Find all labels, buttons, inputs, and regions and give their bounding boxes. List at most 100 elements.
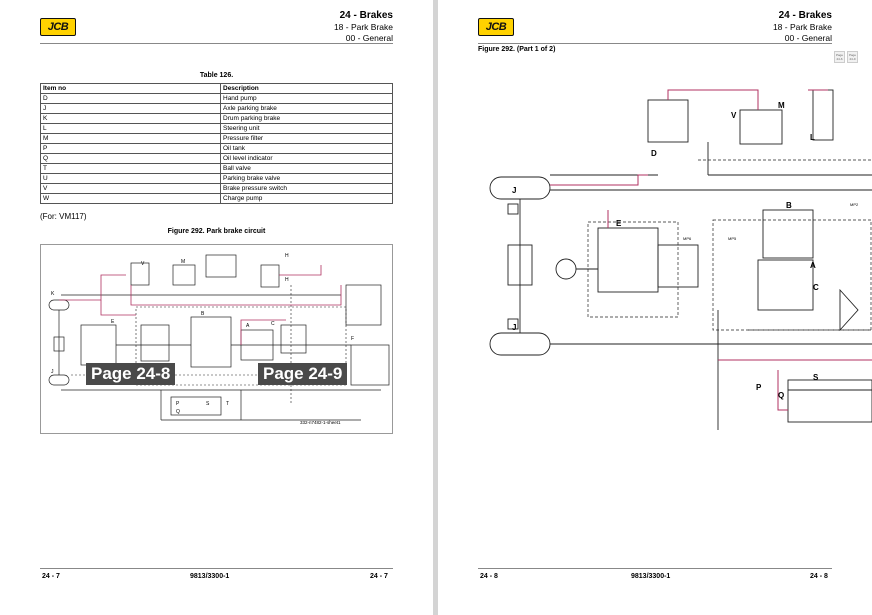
item-no-cell: V: [40, 183, 221, 194]
circuit-diagram: HH KJ GF CE VM BA PQ ST: [48, 253, 390, 421]
logo-text: JCB: [47, 21, 69, 33]
description-cell: Oil tank: [220, 143, 393, 154]
left-page: JCB 24 - Brakes 18 - Park Brake 00 - Gen…: [0, 0, 433, 615]
header-section: 24 - Brakes: [778, 10, 832, 21]
svg-text:B: B: [201, 311, 205, 317]
footer-page-left: 24 - 8: [480, 573, 498, 580]
header-rule: [40, 43, 393, 44]
header-general: 00 - General: [784, 33, 832, 43]
svg-text:S: S: [206, 401, 210, 407]
svg-text:H: H: [285, 253, 289, 259]
applicability-note: (For: VM117): [40, 212, 87, 221]
description-cell: Ball valve: [220, 163, 393, 174]
header-subsection: 18 - Park Brake: [772, 22, 832, 32]
svg-text:M: M: [181, 259, 185, 265]
column-header-item-no: Item no: [40, 83, 221, 94]
footer-doc-number: 9813/3300-1: [631, 573, 671, 580]
figure-caption: Figure 292. Park brake circuit: [167, 228, 266, 235]
description-cell: Axle parking brake: [220, 103, 393, 114]
item-no-cell: T: [40, 163, 221, 174]
description-cell: Drum parking brake: [220, 113, 393, 124]
footer-page-left: 24 - 7: [42, 573, 60, 580]
item-no-cell: K: [40, 113, 221, 124]
svg-text:C: C: [271, 321, 275, 327]
svg-text:B: B: [786, 201, 792, 210]
park-brake-circuit-figure: HH KJ GF CE VM BA PQ ST: [40, 244, 393, 434]
footer-page-right: 24 - 7: [370, 573, 388, 580]
description-cell: Parking brake valve: [220, 173, 393, 184]
svg-text:V: V: [731, 111, 737, 120]
svg-text:F: F: [351, 336, 354, 342]
description-cell: Pressure filter: [220, 133, 393, 144]
svg-text:T: T: [226, 401, 229, 407]
table-title: Table 126.: [199, 72, 234, 79]
svg-text:V: V: [141, 261, 145, 267]
header-rule: [478, 43, 832, 44]
header-general: 00 - General: [345, 33, 393, 43]
item-no-cell: M: [40, 133, 221, 144]
svg-text:M: M: [778, 101, 785, 110]
right-page: JCB 24 - Brakes 18 - Park Brake 00 - Gen…: [438, 0, 872, 615]
svg-text:Q: Q: [778, 391, 784, 400]
page-24-8-link[interactable]: Page 24-8: [86, 363, 176, 385]
footer-doc-number: 9813/3300-1: [190, 573, 230, 580]
svg-text:H: H: [285, 277, 289, 283]
item-no-cell: L: [40, 123, 221, 134]
footer-rule: [478, 568, 832, 569]
footer-rule: [40, 568, 393, 569]
figure-reference: 332-n7482-1-sheet1: [300, 420, 341, 425]
description-cell: Hand pump: [220, 93, 393, 104]
svg-text:C: C: [813, 283, 819, 292]
column-header-description: Description: [220, 83, 393, 94]
footer-page-right: 24 - 8: [810, 573, 828, 580]
jcb-logo: JCB: [40, 18, 76, 36]
svg-text:MP2: MP2: [850, 202, 859, 207]
description-cell: Oil level indicator: [220, 153, 393, 164]
logo-text: JCB: [485, 21, 507, 33]
svg-text:A: A: [246, 323, 250, 329]
svg-text:MP5: MP5: [728, 236, 737, 241]
description-cell: Steering unit: [220, 123, 393, 134]
page-header: 24 - Brakes 18 - Park Brake 00 - General: [334, 10, 393, 44]
svg-text:K: K: [51, 291, 55, 297]
prev-page-button[interactable]: Page 24-6: [834, 51, 845, 63]
next-page-button[interactable]: Page 24-9: [847, 51, 858, 63]
page-header: 24 - Brakes 18 - Park Brake 00 - General: [773, 10, 832, 44]
svg-text:J: J: [51, 369, 54, 375]
svg-text:MP6: MP6: [683, 236, 692, 241]
item-no-cell: Q: [40, 153, 221, 164]
svg-text:J: J: [512, 323, 516, 332]
figure-caption: Figure 292. (Part 1 of 2): [478, 46, 556, 53]
item-no-cell: W: [40, 193, 221, 204]
page-24-9-link[interactable]: Page 24-9: [258, 363, 348, 385]
item-no-cell: U: [40, 173, 221, 184]
svg-text:D: D: [651, 149, 657, 158]
svg-text:P: P: [176, 401, 180, 407]
description-cell: Brake pressure switch: [220, 183, 393, 194]
svg-text:P: P: [756, 383, 762, 392]
item-no-cell: P: [40, 143, 221, 154]
header-section: 24 - Brakes: [339, 10, 393, 21]
jcb-logo: JCB: [478, 18, 514, 36]
svg-text:J: J: [512, 186, 516, 195]
svg-text:Q: Q: [176, 409, 180, 415]
item-no-cell: D: [40, 93, 221, 104]
item-no-cell: J: [40, 103, 221, 114]
description-cell: Charge pump: [220, 193, 393, 204]
svg-text:E: E: [111, 319, 115, 325]
table-header-row: Item no Description: [40, 83, 393, 94]
